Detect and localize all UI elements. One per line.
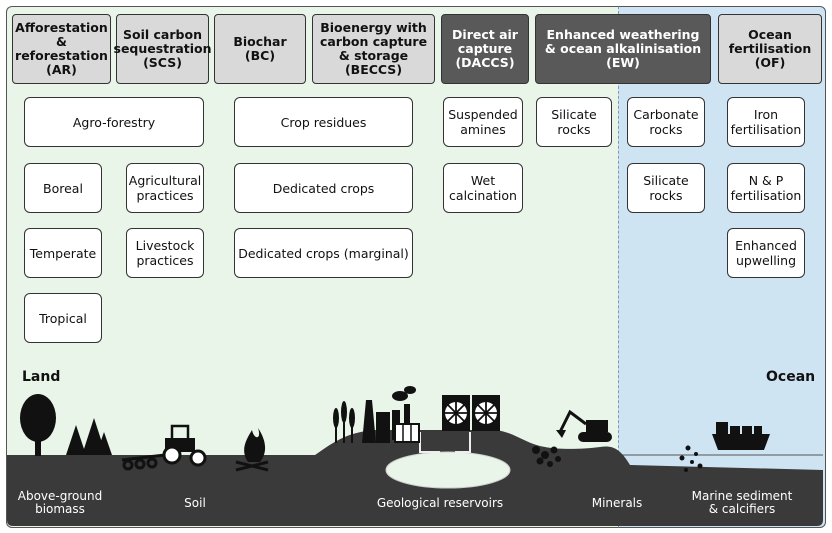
category-header-bc: Biochar (BC) <box>214 14 306 84</box>
option-boreal: Boreal <box>24 163 102 213</box>
land-label: Land <box>22 369 61 385</box>
option-silicate-rocks-land: Silicate rocks <box>536 97 612 147</box>
flame-icon <box>235 428 269 472</box>
option-silicate-rocks-ocean: Silicate rocks <box>627 163 705 213</box>
reservoir-label-minerals: Minerals <box>591 496 643 510</box>
option-wet-calcination: Wet calcination <box>443 163 523 213</box>
ship-icon <box>712 422 770 450</box>
category-header-ar: Afforestation & reforestation (AR) <box>12 14 111 84</box>
option-livestock-practices: Livestock practices <box>126 228 204 278</box>
ocean-particles <box>679 445 703 472</box>
option-temperate: Temperate <box>24 228 102 278</box>
option-carbonate-rocks: Carbonate rocks <box>627 97 705 147</box>
option-np-fertilisation: N & P fertilisation <box>727 163 805 213</box>
rocks-icon <box>532 446 561 467</box>
category-header-scs: Soil carbon sequestration (SCS) <box>114 14 212 84</box>
ocean-label: Ocean <box>766 369 816 385</box>
geological-reservoir-pocket <box>385 451 511 489</box>
injection-pipe-right <box>455 432 471 453</box>
option-tropical: Tropical <box>24 293 102 343</box>
wheat-icon <box>333 401 355 443</box>
power-plant-icon <box>362 386 420 443</box>
reservoir-label-above-ground-biomass: Above-ground biomass <box>17 489 103 516</box>
option-agro-forestry: Agro-forestry <box>24 97 204 147</box>
fan-unit-icon <box>442 395 500 431</box>
reservoir-label-geological: Geological reservoirs <box>376 496 504 510</box>
category-header-daccs: Direct air capture (DACCS) <box>441 14 529 84</box>
excavator-icon <box>556 409 612 442</box>
category-header-of: Ocean fertilisation (OF) <box>718 14 822 84</box>
category-header-ew: Enhanced weathering & ocean alkalinisati… <box>535 14 711 84</box>
category-header-beccs: Bioenergy with carbon capture & storage … <box>312 14 435 84</box>
option-dedicated-crops-marginal: Dedicated crops (marginal) <box>234 228 413 278</box>
option-suspended-amines: Suspended amines <box>443 97 523 147</box>
tractor-icon <box>162 424 207 467</box>
option-agricultural-practices: Agricultural practices <box>126 163 204 213</box>
option-dedicated-crops: Dedicated crops <box>234 163 413 213</box>
sea-water <box>619 455 824 465</box>
reservoir-label-soil: Soil <box>184 496 206 510</box>
tree-icon <box>20 394 56 456</box>
option-iron-fertilisation: Iron fertilisation <box>727 97 805 147</box>
reservoir-label-marine-sediment: Marine sediment & calcifiers <box>691 489 793 516</box>
option-crop-residues: Crop residues <box>234 97 413 147</box>
option-enhanced-upwelling: Enhanced upwelling <box>727 228 805 278</box>
conifer-trees-icon <box>66 418 112 455</box>
plough-icon <box>121 453 166 471</box>
